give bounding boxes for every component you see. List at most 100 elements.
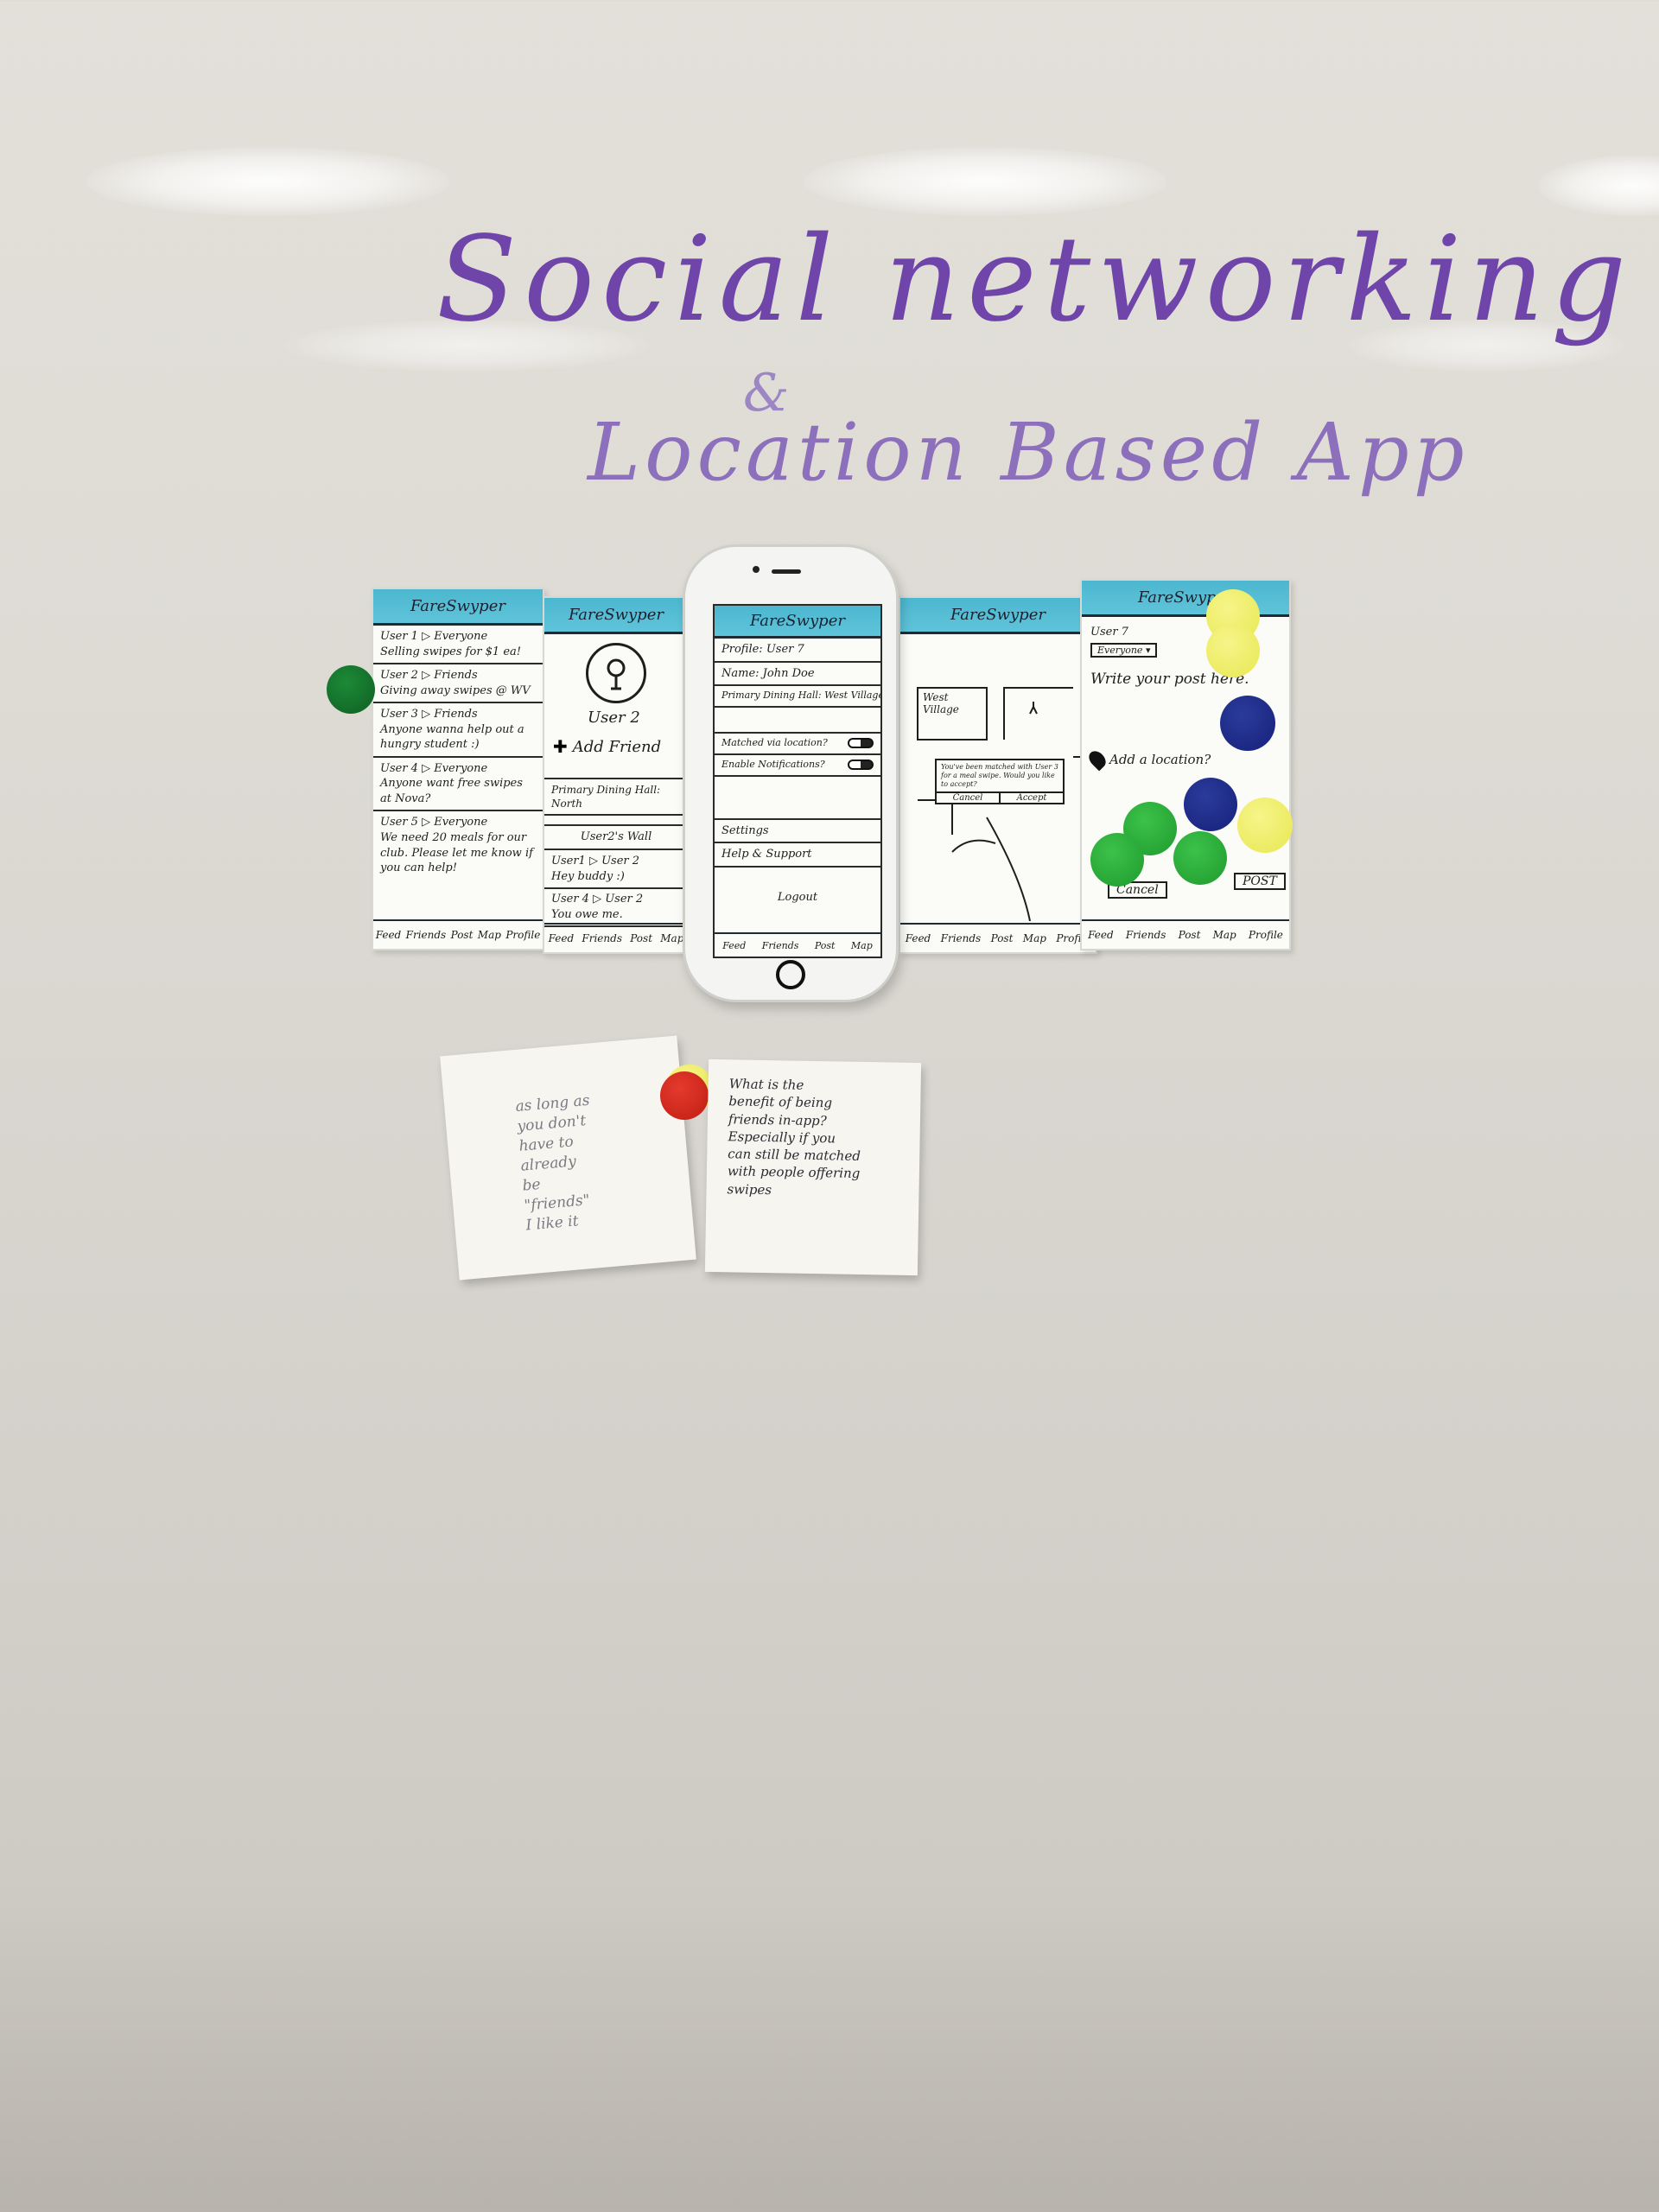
bottom-nav: Feed Friends Post Map Profile xyxy=(373,919,543,949)
yellow-vote-sticker xyxy=(1237,798,1293,853)
add-friend-button[interactable]: ✚ Add Friend xyxy=(553,736,661,757)
feed-post[interactable]: User 5 ▷ Everyone We need 20 meals for o… xyxy=(373,811,543,879)
nav-tab-post[interactable]: Post xyxy=(814,939,836,951)
post-header: User 2 ▷ Friends xyxy=(380,669,478,683)
post-header: User1 ▷ User 2 xyxy=(551,855,640,868)
audience-select[interactable]: Everyone ▾ xyxy=(1090,643,1158,658)
feed-post[interactable]: User 3 ▷ Friends Anyone wanna help out a… xyxy=(373,703,543,758)
red-vote-sticker xyxy=(660,1071,709,1120)
whiteboard-subtitle: Location Based App xyxy=(588,406,1469,499)
ceiling-light-reflection xyxy=(804,147,1166,216)
ceiling-light-reflection xyxy=(285,320,648,372)
feed-post[interactable]: User 4 ▷ Everyone Anyone want free swipe… xyxy=(373,758,543,812)
post-text-input[interactable]: Write your post here. xyxy=(1090,671,1249,688)
notifications-toggle-row[interactable]: Enable Notifications? xyxy=(715,755,880,777)
nav-tab-profile[interactable]: Profile xyxy=(1248,929,1283,941)
nav-tab-post[interactable]: Post xyxy=(990,932,1014,944)
nav-tab-friends[interactable]: Friends xyxy=(1125,929,1166,941)
matched-toggle-row[interactable]: Matched via location? xyxy=(715,731,880,755)
post-body: Selling swipes for $1 ea! xyxy=(380,645,522,658)
post-header: User 3 ▷ Friends xyxy=(380,708,478,721)
toggle-switch[interactable] xyxy=(848,738,874,749)
match-popup: You've been matched with User 3 for a me… xyxy=(935,759,1065,804)
home-button-icon xyxy=(776,960,805,989)
ceiling-light-reflection xyxy=(1538,156,1659,216)
notifications-toggle-label: Enable Notifications? xyxy=(721,758,825,770)
nav-tab-friends[interactable]: Friends xyxy=(940,932,982,944)
nav-tab-map[interactable]: Map xyxy=(477,929,501,941)
cancel-button[interactable]: Cancel xyxy=(937,793,1001,803)
paper-phone-frame: FareSwyper Profile: User 7 Name: John Do… xyxy=(683,544,899,1002)
whiteboard-title: Social networking xyxy=(436,212,1634,348)
app-header: FareSwyper xyxy=(544,598,688,634)
nav-tab-map[interactable]: Map xyxy=(1022,932,1046,944)
matched-toggle-label: Matched via location? xyxy=(721,736,828,748)
nav-tab-feed[interactable]: Feed xyxy=(1088,929,1114,941)
camera-icon xyxy=(753,566,760,573)
bottom-nav: Feed Friends Post Map xyxy=(715,932,880,957)
help-item[interactable]: Help & Support xyxy=(715,843,880,868)
nav-tab-feed[interactable]: Feed xyxy=(905,932,931,944)
post-body: Anyone wanna help out a hungry student :… xyxy=(380,722,524,752)
nav-tab-map[interactable]: Map xyxy=(850,939,873,951)
post-button[interactable]: POST xyxy=(1234,873,1286,890)
nav-tab-feed[interactable]: Feed xyxy=(375,929,402,941)
add-location-row[interactable]: Add a location? xyxy=(1085,747,1211,772)
feed-post[interactable]: User 1 ▷ Everyone Selling swipes for $1 … xyxy=(373,626,543,665)
profile-screen: FareSwyper Profile: User 7 Name: John Do… xyxy=(713,604,882,958)
nav-tab-map[interactable]: Map xyxy=(1212,929,1236,941)
add-friend-label: Add Friend xyxy=(572,737,662,756)
post-body: You owe me. xyxy=(551,907,623,921)
ceiling-light-reflection xyxy=(86,147,449,216)
wall-title: User2's Wall xyxy=(544,824,688,850)
green-vote-sticker xyxy=(1090,833,1144,887)
post-body: We need 20 meals for our club. Please le… xyxy=(380,831,533,875)
feed-post[interactable]: User 2 ▷ Friends Giving away swipes @ WV xyxy=(373,664,543,704)
nav-tab-post[interactable]: Post xyxy=(630,932,653,944)
logout-button[interactable]: Logout xyxy=(777,891,818,904)
bottom-nav: Feed Friends Post Map xyxy=(544,923,688,952)
friend-profile-screen: FareSwyper User 2 ✚ Add Friend Primary D… xyxy=(543,596,690,954)
avatar xyxy=(586,643,646,703)
post-body: Anyone want free swipes at Nova? xyxy=(380,777,523,805)
profile-name: Name: John Doe xyxy=(715,663,880,687)
map-place-label: West Village xyxy=(923,691,959,716)
blue-vote-sticker xyxy=(1220,696,1275,751)
nav-tab-friends[interactable]: Friends xyxy=(761,939,799,951)
location-pin-icon xyxy=(1085,747,1109,772)
dining-hall-row: Primary Dining Hall: North xyxy=(544,778,688,817)
nav-tab-map[interactable]: Map xyxy=(660,932,684,944)
speaker-icon xyxy=(772,569,801,574)
profile-id: Profile: User 7 xyxy=(715,639,880,663)
nav-tab-friends[interactable]: Friends xyxy=(582,932,622,944)
floor-shadow xyxy=(0,1884,1659,2212)
accept-button[interactable]: Accept xyxy=(1016,793,1047,803)
feedback-sticky-note: as long as you don't have to already be … xyxy=(440,1035,696,1281)
nav-tab-friends[interactable]: Friends xyxy=(405,929,447,941)
map-screen: FareSwyper West Village You've been matc… xyxy=(899,596,1097,954)
cancel-button[interactable]: Cancel xyxy=(1108,881,1167,899)
bottom-nav: Feed Friends Post Map Profile xyxy=(900,923,1096,952)
post-body: Giving away swipes @ WV xyxy=(380,683,531,697)
add-location-label: Add a location? xyxy=(1109,752,1211,767)
nav-tab-feed[interactable]: Feed xyxy=(722,939,747,951)
post-header: User 5 ▷ Everyone xyxy=(380,816,488,830)
new-post-screen: FareSwyper User 7 Everyone ▾ Write your … xyxy=(1080,579,1291,950)
green-vote-sticker xyxy=(1173,831,1227,885)
app-header: FareSwyper xyxy=(900,598,1096,634)
nav-tab-post[interactable]: Post xyxy=(450,929,474,941)
nav-tab-profile[interactable]: Profile xyxy=(505,929,541,941)
add-user-icon: ✚ xyxy=(553,736,568,757)
post-header: User 1 ▷ Everyone xyxy=(380,630,488,643)
yellow-vote-sticker xyxy=(1206,624,1260,677)
nav-tab-feed[interactable]: Feed xyxy=(548,932,575,944)
app-header: FareSwyper xyxy=(715,606,880,639)
toggle-switch[interactable] xyxy=(848,760,874,771)
friend-username: User 2 xyxy=(588,709,640,727)
settings-item[interactable]: Settings xyxy=(715,817,880,844)
wall-post[interactable]: User 4 ▷ User 2 You owe me. xyxy=(544,888,688,928)
nav-tab-post[interactable]: Post xyxy=(1178,929,1201,941)
user-icon xyxy=(607,658,626,690)
wall-post[interactable]: User1 ▷ User 2 Hey buddy :) xyxy=(544,850,688,890)
bottom-nav: Feed Friends Post Map Profile xyxy=(1082,919,1289,949)
